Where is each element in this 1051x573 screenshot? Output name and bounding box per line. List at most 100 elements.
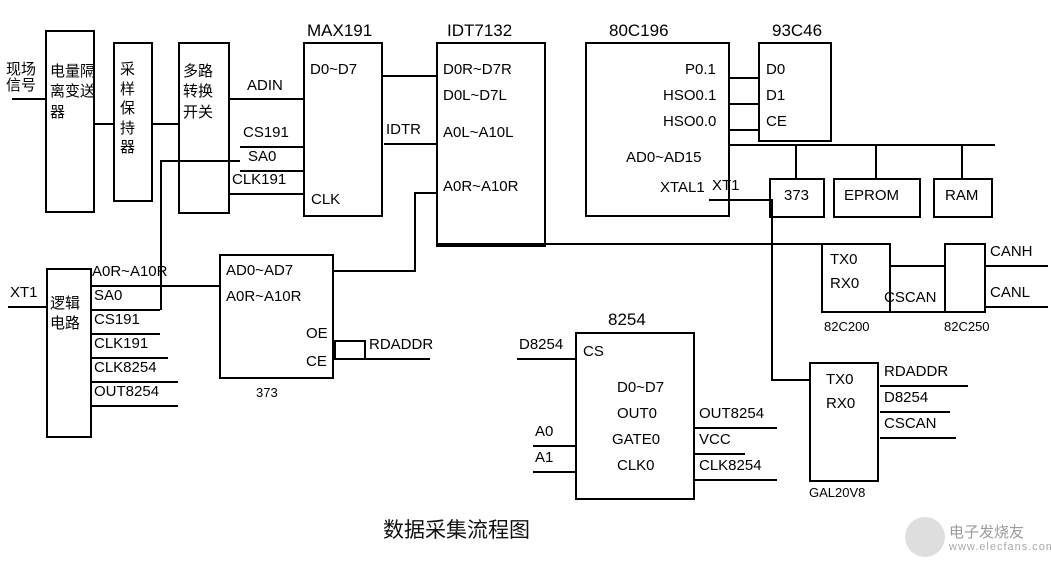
conn-rdaddr-oe xyxy=(334,340,366,342)
c82c200-rx0-label: RX0 xyxy=(830,275,860,292)
c8254-gate0-label: GATE0 xyxy=(612,431,661,448)
conn-xt1-right xyxy=(709,199,771,201)
max191-title: MAX191 xyxy=(307,21,373,40)
a0-label: A0 xyxy=(535,423,554,440)
conn-a1 xyxy=(533,471,576,473)
conn-gal-d8254 xyxy=(880,411,950,413)
gal-name-label: GAL20V8 xyxy=(809,485,866,500)
conn-sampler-mux xyxy=(153,123,179,125)
conn-logic-clk191 xyxy=(92,357,168,359)
conn-hso00-ce xyxy=(730,129,759,131)
block-sensor xyxy=(45,30,95,213)
idt7132-title: IDT7132 xyxy=(447,21,513,40)
canh-label: CANH xyxy=(990,243,1033,260)
max191-d0d7-label: D0~D7 xyxy=(310,61,358,78)
conn-logic-a0ra10r xyxy=(92,285,220,287)
bus-373-up xyxy=(414,192,416,270)
bus-idt-bottom-v xyxy=(436,243,438,247)
latch-name-label: 373 xyxy=(256,385,278,400)
block-mux xyxy=(178,42,230,214)
cscan-top-label: CSCAN xyxy=(884,289,937,306)
figure-caption: 数据采集流程图 xyxy=(383,518,530,542)
conn-a0 xyxy=(533,445,576,447)
gal-rx0-label: RX0 xyxy=(826,395,856,412)
conn-clk191 xyxy=(228,193,304,195)
conn-field-sensor xyxy=(12,98,46,100)
watermark: 电子发烧友 www.elecfans.com xyxy=(905,515,1051,569)
mux-label: 多路 转换 开关 xyxy=(183,63,214,121)
conn-rdaddr-v xyxy=(334,340,336,360)
eprom-label: EPROM xyxy=(844,187,900,204)
conn-rdaddr-join xyxy=(364,340,366,360)
block-max191 xyxy=(303,42,383,217)
conn-rdaddr-out xyxy=(364,358,430,360)
bus-ad-drop-ram xyxy=(961,144,963,179)
bus-373-right xyxy=(334,270,416,272)
block-93c46 xyxy=(758,42,832,142)
conn-sa0 xyxy=(240,170,304,172)
block-373 xyxy=(219,254,334,379)
conn-adin xyxy=(230,98,304,100)
c8254-cs-label: CS xyxy=(583,343,604,360)
gal-cscan-label: CSCAN xyxy=(884,415,937,432)
idt-a0la10l-label: A0L~A10L xyxy=(443,124,514,141)
gal-rdaddr-label: RDADDR xyxy=(884,363,949,380)
conn-canh xyxy=(986,265,1048,267)
xt1-left-label: XT1 xyxy=(10,284,38,301)
block-ram xyxy=(933,178,993,218)
logic-clk8254-label: CLK8254 xyxy=(94,359,157,376)
logic-a0ra10r-label: A0R~A10R xyxy=(92,263,168,280)
conn-logic-cs191 xyxy=(92,333,160,335)
block-8254 xyxy=(575,332,695,500)
latch-ad0ad7-label: AD0~AD7 xyxy=(226,262,294,279)
conn-gal-rdaddr xyxy=(880,385,968,387)
conn-82c200-82c250-tx xyxy=(891,265,945,267)
d8254-in-label: D8254 xyxy=(519,336,564,353)
mcu-ad0ad15-label: AD0~AD15 xyxy=(626,149,702,166)
mcu-xtal1-label: XTAL1 xyxy=(660,179,705,196)
watermark-domain: www.elecfans.com xyxy=(949,541,1051,553)
latch-a0ra10r-label: A0R~A10R xyxy=(226,288,302,305)
conn-logic-clk8254 xyxy=(92,381,178,383)
logic-cs191-label: CS191 xyxy=(94,311,140,328)
conn-cscan-top xyxy=(882,311,946,313)
conn-rdaddr xyxy=(334,358,366,360)
mcu-p01-label: P0.1 xyxy=(685,61,716,78)
sampler-label: 采 样 保 持 器 xyxy=(120,61,136,156)
conn-hso01-d1 xyxy=(730,103,759,105)
xt1-right-label: XT1 xyxy=(712,177,740,194)
c8254-out0-label: OUT0 xyxy=(617,405,658,422)
conn-canl xyxy=(986,306,1048,308)
e93c46-ce-label: CE xyxy=(766,113,787,130)
bus-logic-up-cs xyxy=(160,160,240,162)
e93c46-d0-label: D0 xyxy=(766,61,786,78)
rdaddr-label: RDADDR xyxy=(369,336,434,353)
bus-ad-drop-373 xyxy=(795,144,797,179)
bus-ad-drop-eprom xyxy=(875,144,877,179)
adin-label: ADIN xyxy=(247,77,283,94)
bus-373-up-h xyxy=(414,192,437,194)
idt-d0ld7l-label: D0L~D7L xyxy=(443,87,507,104)
conn-xt1-left xyxy=(8,306,60,308)
logic-out8254-label: OUT8254 xyxy=(94,383,160,400)
conn-logic-sa0 xyxy=(92,309,160,311)
clk8254-label: CLK8254 xyxy=(699,457,762,474)
c82c250-name-label: 82C250 xyxy=(944,319,990,334)
logic-sa0-label: SA0 xyxy=(94,287,123,304)
idt-d0rd7r-label: D0R~D7R xyxy=(443,61,512,78)
bus-ad-top xyxy=(730,144,995,146)
e93c46-d1-label: D1 xyxy=(766,87,786,104)
ram-label: RAM xyxy=(945,187,979,204)
out8254-label: OUT8254 xyxy=(699,405,765,422)
c8254-clk0-label: CLK0 xyxy=(617,457,655,474)
mcu-hso00-label: HSO0.0 xyxy=(663,113,717,130)
conn-d8254-cs xyxy=(517,358,576,360)
field-signal-label: 现场 信号 xyxy=(6,61,37,94)
block-82c200 xyxy=(821,243,891,313)
logic-clk191-label: CLK191 xyxy=(94,335,149,352)
block-373-right xyxy=(769,178,825,218)
conn-idtr xyxy=(384,143,437,145)
conn-vcc xyxy=(695,453,745,455)
conn-max-idt xyxy=(383,75,437,77)
